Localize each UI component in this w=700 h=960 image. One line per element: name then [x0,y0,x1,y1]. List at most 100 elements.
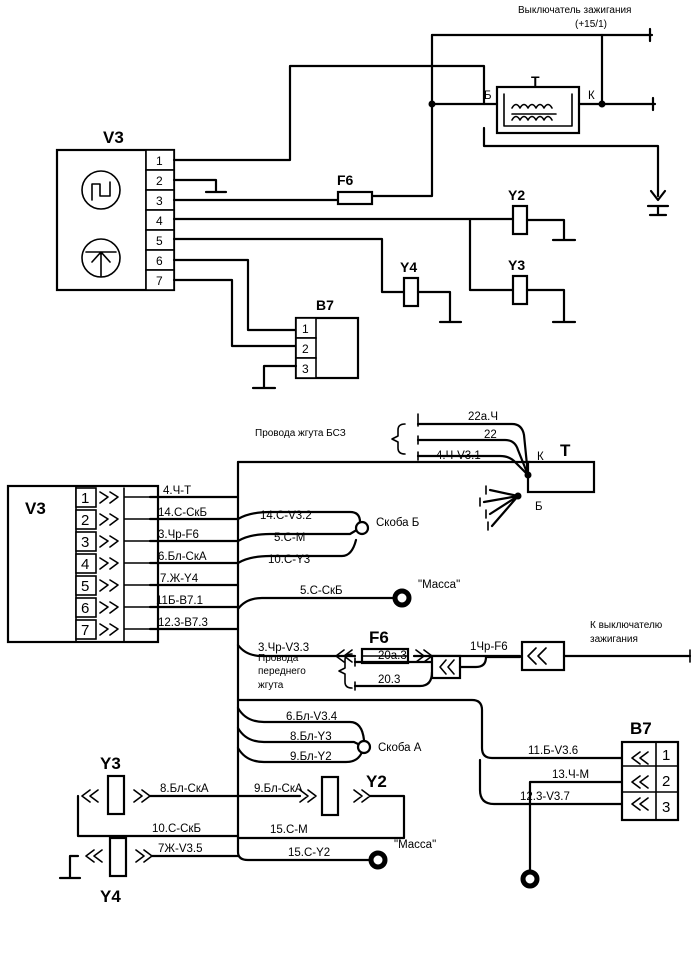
y3-connector-arrows [81,789,151,803]
harness-trunk [236,460,374,862]
front-harness-label: переднего [258,666,306,677]
bsz-label: Провода жгута БСЗ [255,428,346,439]
mass-wire-1 [236,596,398,611]
coil-b-bundle [482,488,520,528]
pin-cell [75,575,97,596]
skoba-b-clamp [354,520,370,536]
connector-arrows [99,491,119,636]
fuse-label: F6 [369,628,389,647]
valve-body [320,775,340,817]
wire-label: 5.С-СкБ [300,585,343,597]
pin-number: 3 [302,362,309,376]
wire-label: 6.Бл-V3.4 [286,711,338,723]
ignition-coil-top: T Б К [484,73,595,135]
pin-number: 5 [81,578,89,595]
valve-y2-bottom: Y2 [320,772,387,817]
wire-label: 8.Бл-Y3 [290,731,332,743]
wire-label: 10.С-СкБ [152,823,201,835]
sensor-b7-bottom: 1 2 3 B7 [620,719,680,822]
coil-output-wire [482,126,660,198]
ground-lug-1 [392,588,412,608]
valve-body [106,774,126,816]
pin-cell [75,597,97,618]
wire-label: 4.Ч-V3.1 [436,450,481,462]
connector-cells [75,487,97,640]
pin-cell [295,357,317,379]
pin-number: 3 [662,799,670,816]
ignition-label: К выключателю [590,620,663,631]
pin-number: 4 [156,214,163,228]
b7-pin2-ground-wire [528,780,624,874]
wire-label: 9.Бл-Y2 [290,751,332,763]
module-output-wires [148,495,240,631]
pin-number: 2 [81,512,89,529]
bsz-wires [416,422,530,477]
pin-number: 7 [156,274,163,288]
wire-label: 7Ж-V3.5 [158,843,203,855]
valve-body [511,274,529,306]
sensor-b7-top: 1 2 3 B7 [294,297,360,380]
valve-body [511,204,529,236]
valve-label: Y3 [508,257,525,273]
harness-bottom: V3 1 2 3 4 5 6 7 4.Ч-Т 14.С-СкБ [6,411,692,906]
ground-lug-b7 [520,869,540,889]
valve-label: Y2 [508,187,525,203]
pin-cell [75,487,97,508]
pin-number: 1 [81,490,89,507]
valve-y4-top: Y4 [400,259,420,308]
y3-ground-wire [525,288,577,324]
f6-connector-arrows [527,647,547,665]
wire-label: 3.Чр-F6 [158,529,199,541]
b7-ground-wire [251,364,298,390]
pin-number: 1 [662,747,670,764]
y2-ground-wire [525,218,577,242]
pin1-wire [172,64,486,162]
fuse-f6-bottom: F6 [360,628,410,665]
module-label: V3 [25,499,46,518]
valve-y3-top: Y3 [508,257,529,306]
front-harness-label: Провода [258,653,299,664]
ignition-module-v3-top: V3 1 2 3 4 5 6 7 [55,128,176,292]
pin-number: 2 [662,773,670,790]
coil-secondary-winding [511,115,553,121]
coil-inner-frame [503,93,573,127]
coil-terminal-b: Б [484,90,492,102]
connector-pins [123,487,151,643]
sensor-label: B7 [630,719,652,738]
wire-label: 12.3-В7.3 [158,617,208,629]
y2-connector-arrows [299,789,371,803]
coil-terminal-b: Б [535,501,543,513]
front-harness-label: жгута [258,680,284,691]
valve-y4-bottom: Y4 [100,836,128,906]
valve-label: Y3 [100,754,121,773]
ignition-label: зажигания [590,634,638,645]
b7-main-wire [236,698,624,760]
wire-label: 10.С-Y3 [268,554,310,566]
mass-label-2: "Масса" [394,839,436,851]
wire-label: 22 [484,429,497,441]
skoba-b-label: Скоба Б [376,517,419,529]
front-to-f6-wire [458,655,522,669]
ignition-coil-bottom: T К Б [526,441,596,513]
y3-ground-wire [76,794,240,838]
junction-dot [428,100,436,108]
valve-body [108,836,128,878]
y4-ground-wire [58,854,82,880]
wire-label: 11.Б-V3.6 [528,745,578,757]
wire-label: 8.Бл-СкА [160,783,209,795]
pin2-ground-wire [172,178,228,194]
wire-label: 11Б-В7.1 [156,595,203,607]
hall-sensor-waveform [91,181,111,201]
ignition-terminal-label: (+15/1) [575,19,607,30]
sensor-grid [621,741,679,821]
wire-label: 3.Чр-V3.3 [258,642,309,654]
ground-lug-2 [368,850,388,870]
pin-cell [75,531,97,552]
skoba-b-wires [236,510,362,565]
coil-terminal-k: К [537,451,544,463]
fuse-body [336,190,374,206]
valve-label: Y2 [366,772,387,791]
wire-label: 14.С-СкБ [158,507,207,519]
y2-ground-wire [236,794,406,840]
